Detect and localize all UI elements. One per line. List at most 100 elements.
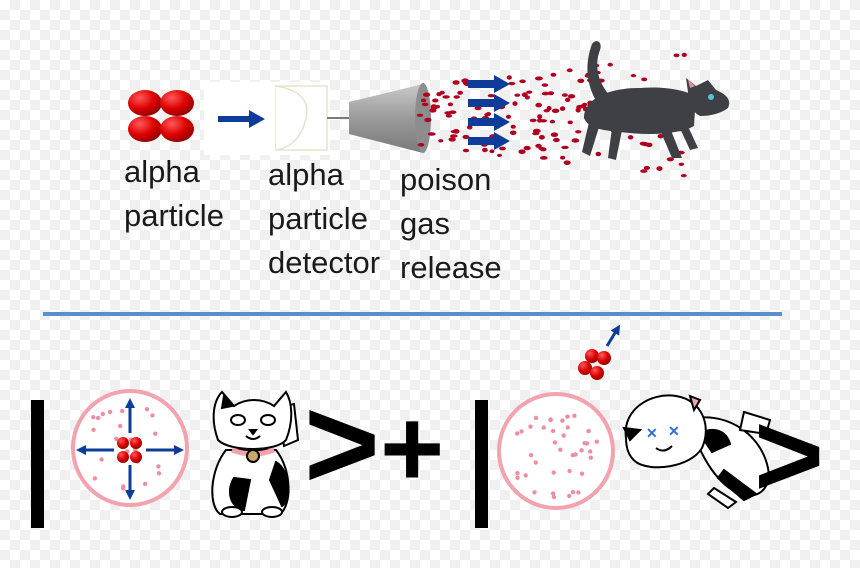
gas-particle-dot [120, 408, 125, 414]
gas-droplet [450, 134, 458, 138]
gas-droplet [448, 137, 456, 142]
poison-gas-label: poison gas release [400, 158, 502, 290]
gas-particle-dot [565, 414, 570, 419]
gas-droplet [505, 114, 512, 119]
gas-droplet [547, 91, 555, 96]
gas-droplet [643, 165, 651, 170]
gas-droplet [416, 113, 424, 117]
gas-particle-dot [118, 423, 123, 429]
gas-particle-dot [558, 447, 563, 452]
gas-droplet [466, 125, 473, 130]
gas-particle-dot [156, 471, 162, 476]
gas-droplet [541, 83, 549, 87]
gas-droplet [512, 101, 518, 106]
gas-droplet [447, 102, 454, 107]
gas-droplet [518, 149, 526, 154]
gas-droplet [551, 108, 560, 114]
gas-droplet [543, 109, 550, 113]
gas-droplet [560, 155, 566, 160]
gas-droplet [442, 95, 450, 99]
gas-particle-dot [552, 440, 558, 445]
detector-label-line-2: particle [268, 201, 368, 236]
poison-gas-label-line-1: poison [400, 162, 492, 197]
gas-droplet [461, 78, 469, 84]
gas-droplet [438, 139, 444, 143]
gas-droplet [550, 72, 557, 77]
gas-droplet [529, 118, 537, 123]
gas-droplet [666, 157, 674, 162]
gas-droplet [538, 146, 545, 151]
ket-close-left: > [304, 370, 380, 516]
gas-particle-dot [515, 471, 520, 476]
gas-particle-dot [572, 413, 577, 418]
gas-droplet [561, 93, 568, 97]
alpha-particle-label: alpha particle [124, 150, 224, 238]
gas-droplet [427, 132, 436, 136]
poison-gas-release-icon [349, 83, 431, 153]
gas-particle-dot [99, 457, 104, 462]
gas-particle-dot [594, 439, 599, 444]
gas-particle-dot [550, 428, 556, 434]
gas-droplet [537, 118, 543, 123]
gas-droplet [423, 92, 431, 97]
gas-droplet [444, 111, 452, 115]
gas-droplet [436, 92, 442, 97]
alpha-particle-label-line-1: alpha [124, 154, 200, 189]
gas-particle-dot [150, 413, 155, 418]
gas-particle-dot [528, 424, 533, 429]
gas-droplet [484, 113, 490, 117]
gas-particle-dot [533, 415, 539, 421]
ket-bar-left [31, 400, 44, 528]
gas-particle-dot [100, 411, 106, 417]
gas-particle-dot [588, 455, 593, 460]
gas-droplet [519, 79, 526, 84]
detector-label-line-1: alpha [268, 157, 344, 192]
gas-particle-dot [550, 491, 556, 496]
gas-particle-dot [144, 407, 150, 412]
gas-droplet [657, 134, 664, 139]
gas-droplet [537, 114, 543, 119]
gas-droplet [445, 114, 452, 118]
gas-particle-dot [156, 464, 161, 469]
gas-droplet [680, 174, 687, 178]
gas-particle-dot [515, 475, 520, 480]
gas-droplet [452, 80, 460, 85]
gas-particle-dot [114, 436, 119, 441]
gas-droplet [678, 162, 685, 166]
gas-droplet [595, 151, 602, 157]
gas-particle-dot [570, 453, 576, 458]
gas-droplet [540, 156, 548, 160]
gas-particle-dot [121, 486, 126, 491]
gas-droplet [566, 68, 573, 73]
decayed-atom-icon [497, 392, 615, 510]
gas-droplet [534, 76, 543, 81]
gas-droplet [526, 90, 533, 94]
gas-flow-arrows [468, 75, 510, 150]
gas-particle-dot [576, 490, 581, 495]
alpha-particle-icon [128, 90, 194, 142]
gas-droplet [641, 77, 648, 82]
gas-droplet [681, 52, 687, 58]
gas-particle-dot [523, 473, 528, 478]
gas-particle-dot [579, 471, 585, 476]
gas-droplet [499, 146, 506, 151]
gas-droplet [462, 134, 470, 140]
gas-particle-dot [565, 425, 570, 430]
gas-droplet [509, 130, 517, 136]
gas-droplet [571, 138, 580, 143]
gas-droplet [567, 94, 576, 99]
gas-droplet [607, 62, 613, 67]
gas-droplet [627, 135, 634, 140]
gas-droplet [563, 160, 571, 165]
gas-droplet [642, 142, 649, 147]
gas-particle-dot [91, 427, 96, 432]
gas-droplet [673, 53, 680, 58]
gas-droplet [514, 93, 521, 97]
poison-gas-label-line-2: gas [400, 206, 450, 241]
plus-sign: + [380, 387, 444, 510]
gas-droplet [453, 95, 460, 99]
gas-particle-dot [528, 453, 534, 458]
gas-droplet [538, 135, 545, 140]
gas-droplet [457, 90, 463, 95]
gas-particle-dot [584, 441, 590, 446]
